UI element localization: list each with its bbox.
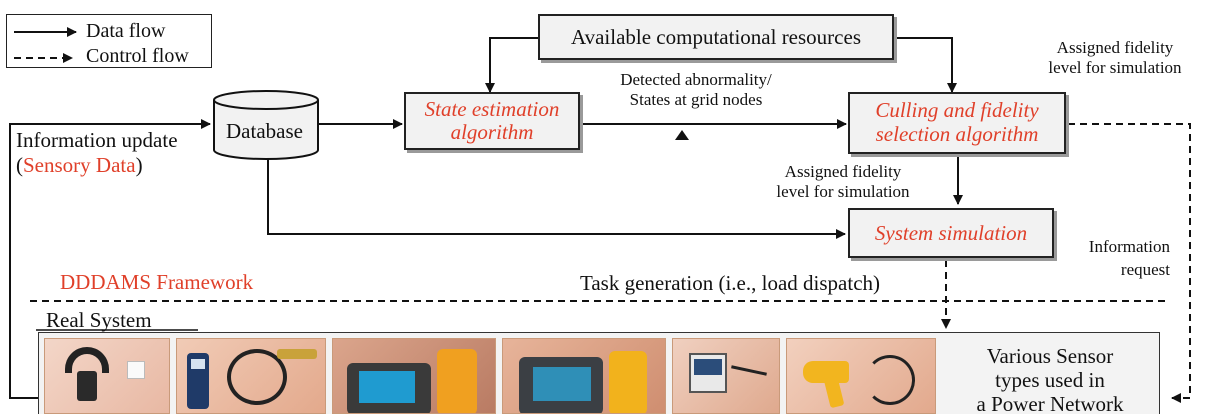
state-estimation-line2: algorithm: [450, 120, 534, 144]
state-estimation-line1: State estimation: [424, 96, 560, 121]
system-simulation-node: System simulation: [848, 208, 1054, 258]
resources-label: Available computational resources: [570, 24, 861, 49]
database-label: Database: [226, 119, 303, 143]
sensor-photo-power-analyzer: [332, 338, 496, 414]
information-update-label: Information update (Sensory Data): [16, 128, 178, 178]
assigned-fidelity-mid-label: Assigned fidelity level for simulation: [740, 162, 946, 201]
sensor-to-database-arrow: [9, 119, 211, 399]
assigned-top-line2: level for simulation: [1048, 57, 1182, 77]
detected-line1: Detected abnormality/: [620, 70, 772, 89]
sensor-line2: types used in: [995, 368, 1105, 393]
info-request-line2: request: [1120, 259, 1170, 279]
system-simulation-label: System simulation: [874, 220, 1028, 245]
detected-abnormality-label: Detected abnormality/ States at grid nod…: [616, 70, 776, 109]
sensor-types-label: Various Sensor types used in a Power Net…: [950, 344, 1150, 416]
info-update-sensory: Sensory Data: [23, 153, 136, 178]
assigned-fidelity-top-label: Assigned fidelity level for simulation: [1030, 38, 1200, 77]
resources-to-state-arrow: [485, 37, 538, 93]
state-marker-triangle: [675, 130, 689, 140]
database-to-simulation-arrow: [267, 158, 846, 239]
sensor-photo-handheld-probe: [176, 338, 326, 414]
info-request-line1: Information: [1088, 237, 1170, 256]
info-update-line2: (Sensory Data): [16, 153, 178, 178]
legend-box: [6, 14, 212, 68]
legend-data-flow-label: Data flow: [86, 20, 166, 42]
assigned-top-line1: Assigned fidelity: [1056, 38, 1174, 57]
assigned-mid-line2: level for simulation: [776, 181, 910, 201]
culling-line2: selection algorithm: [875, 122, 1039, 146]
assigned-mid-line1: Assigned fidelity: [784, 162, 902, 181]
real-system-label: Real System: [46, 308, 152, 332]
framework-label: DDDAMS Framework: [60, 270, 254, 294]
task-generation-label: Task generation (i.e., load dispatch): [580, 271, 881, 295]
info-update-close: ): [135, 153, 143, 178]
info-update-line1: Information update: [16, 128, 178, 152]
state-estimation-node: State estimation algorithm: [404, 92, 580, 150]
culling-line1: Culling and fidelity: [875, 98, 1039, 123]
info-update-open: (: [16, 153, 23, 178]
sensor-photo-clamp-meter: [44, 338, 170, 414]
sensor-line1: Various Sensor: [986, 344, 1114, 368]
culling-to-sensor-control-arrow: [1068, 123, 1191, 403]
information-request-label: Information request: [1066, 236, 1170, 282]
detected-line2: States at grid nodes: [629, 89, 763, 109]
sensor-photo-analyzer-screen: [502, 338, 666, 414]
sensor-photo-data-logger: [672, 338, 780, 414]
sensor-line3: a Power Network: [976, 392, 1124, 416]
resources-node: Available computational resources: [538, 14, 894, 60]
sensor-photo-ir-thermometer: [786, 338, 936, 414]
culling-node: Culling and fidelity selection algorithm: [848, 92, 1066, 154]
database-cylinder: [213, 90, 319, 160]
legend-control-flow-label: Control flow: [86, 45, 189, 67]
resources-to-culling-arrow: [894, 37, 957, 93]
